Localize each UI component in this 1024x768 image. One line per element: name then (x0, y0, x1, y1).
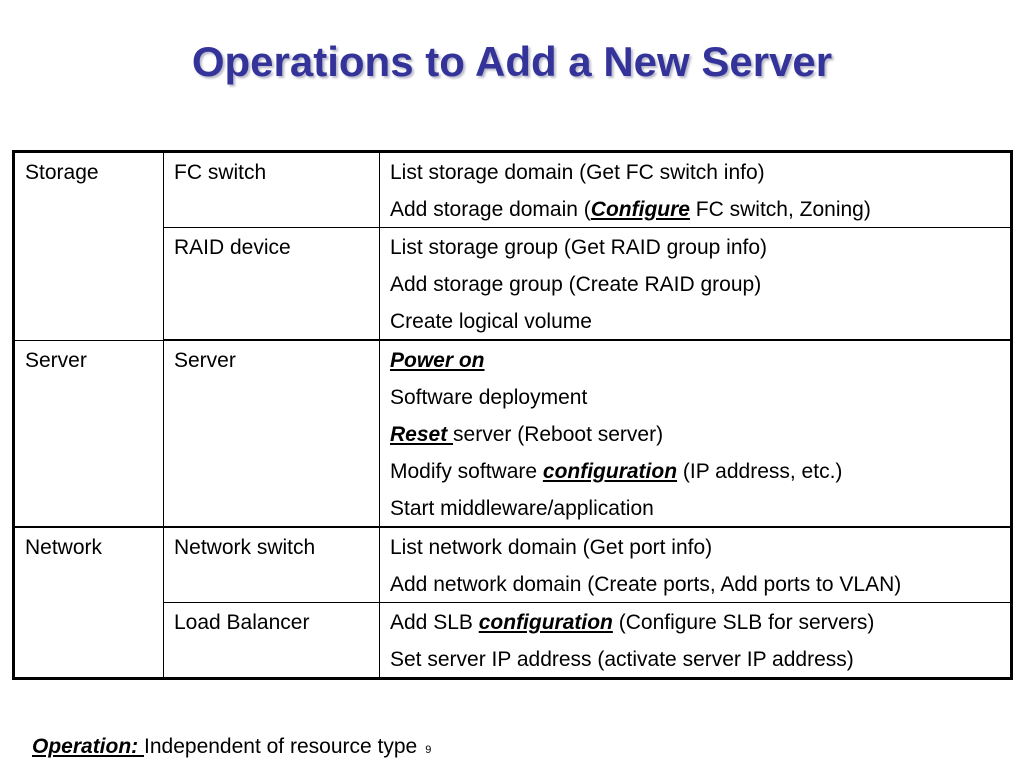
operation-text: Software deployment (390, 386, 588, 409)
operation-text: Set server IP address (activate server I… (390, 648, 854, 671)
operation-keyword: configuration (542, 460, 678, 483)
operations-cell: Add SLB configuration (Configure SLB for… (379, 602, 1012, 679)
operation-item: Start middleware/application (390, 495, 1000, 522)
operation-text: Add SLB (390, 611, 479, 634)
operation-item: Set server IP address (activate server I… (390, 646, 1000, 673)
resource-cell: FC switch (163, 151, 380, 228)
operation-text: Modify software (390, 460, 543, 483)
operation-keyword: Configure (590, 198, 690, 221)
table-row: Storage FC switch List storage domain (G… (13, 151, 1012, 341)
operation-text: Add storage group (Create RAID group) (390, 273, 762, 296)
operations-cell: List storage domain (Get FC switch info)… (379, 151, 1012, 228)
operation-item: Add SLB configuration (Configure SLB for… (390, 609, 1000, 636)
operation-text: Add network domain (Create ports, Add po… (390, 573, 902, 596)
operation-item: Modify software configuration (IP addres… (390, 458, 1000, 485)
operation-text: Add storage domain ( (390, 198, 591, 221)
resource-cell: Load Balancer (163, 602, 380, 679)
operation-text: List storage group (Get RAID group info) (390, 236, 768, 259)
operation-text: (IP address, etc.) (677, 460, 843, 483)
operation-text: Start middleware/application (390, 497, 654, 520)
resource-cell: RAID device (163, 227, 380, 341)
footer-note: Operation: Independent of resource type 9 (32, 735, 431, 759)
operation-keyword: Reset (390, 423, 454, 446)
table-row: Server Server Power on Software deploymen… (13, 339, 1012, 528)
resource-cell: Server (163, 339, 380, 528)
page-number: 9 (425, 744, 432, 756)
operation-text: server (Reboot server) (453, 423, 664, 446)
footer-label: Operation: (32, 735, 145, 758)
operation-item: List network domain (Get port info) (390, 534, 1000, 561)
footer-text: Independent of resource type (144, 735, 418, 758)
operation-text: List storage domain (Get FC switch info) (390, 161, 765, 184)
operation-text: Create logical volume (390, 310, 592, 333)
operation-item: Add network domain (Create ports, Add po… (390, 571, 1000, 598)
table-row: Load Balancer Add SLB configuration (Con… (14, 602, 1012, 679)
operation-text: List network domain (Get port info) (390, 536, 713, 559)
operation-item: Power on (390, 347, 1000, 374)
operation-keyword: Power on (390, 349, 485, 372)
operations-cell: List network domain (Get port info) Add n… (379, 526, 1012, 603)
operation-item: Create logical volume (390, 308, 1000, 335)
operation-item: Software deployment (390, 384, 1000, 411)
operation-text: FC switch, Zoning) (689, 198, 871, 221)
operation-text: (Configure SLB for servers) (612, 611, 875, 634)
category-cell: Network (13, 526, 164, 679)
category-cell: Storage (13, 151, 164, 341)
operation-item: List storage domain (Get FC switch info) (390, 159, 1000, 186)
operation-keyword: configuration (478, 611, 613, 634)
operation-item: List storage group (Get RAID group info) (390, 234, 1000, 261)
operation-item: Reset server (Reboot server) (390, 421, 1000, 448)
operation-item: Add storage group (Create RAID group) (390, 271, 1000, 298)
operation-item: Add storage domain (Configure FC switch,… (390, 196, 1000, 223)
operations-table: Storage FC switch List storage domain (G… (12, 150, 1013, 680)
table-row: Network Network switch List network doma… (13, 526, 1012, 679)
table-row: RAID device List storage group (Get RAID… (14, 227, 1012, 341)
slide-title: Operations to Add a New Server (191, 38, 833, 85)
resource-cell: Network switch (163, 526, 380, 603)
category-cell: Server (13, 339, 164, 528)
operations-cell: List storage group (Get RAID group info)… (379, 227, 1012, 341)
